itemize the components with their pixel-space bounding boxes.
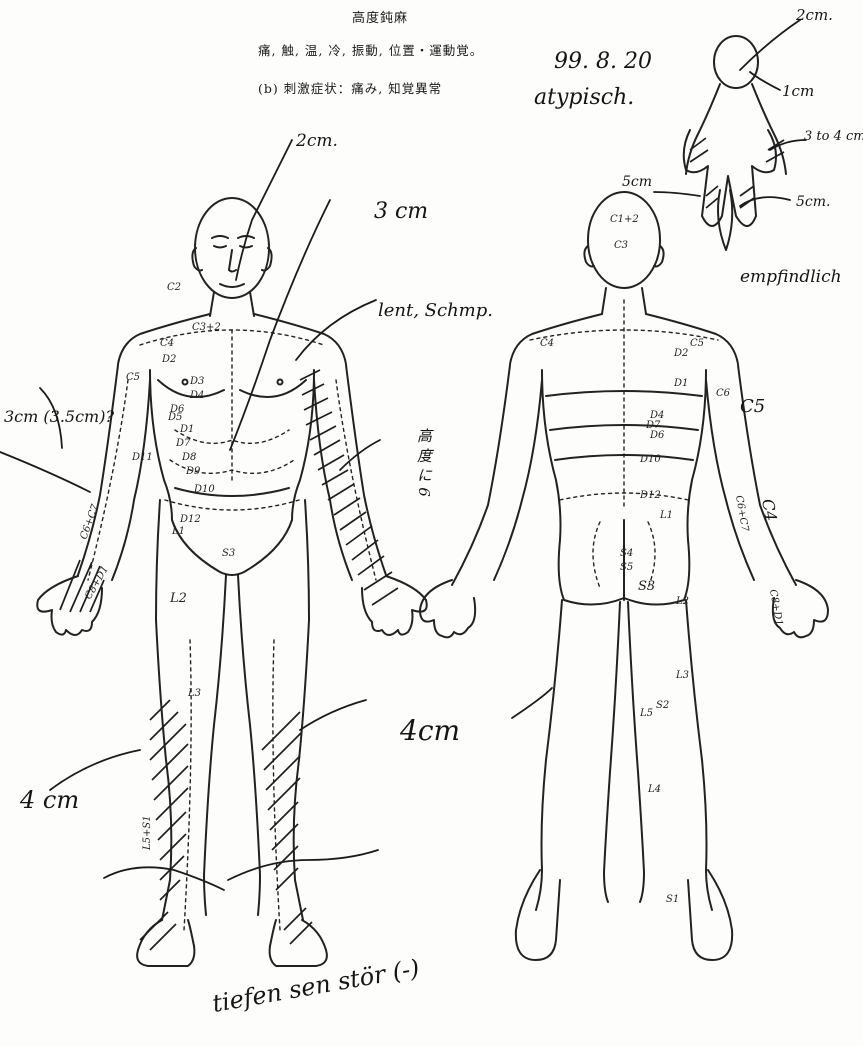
back-label: S5 [620,562,633,573]
back-label: C6 [716,388,731,399]
note-back-c5: C5 [740,396,765,417]
front-label: D11 [131,452,153,463]
back-label: D12 [639,490,661,501]
back-label: D10 [639,454,661,465]
back-label: D7 [645,420,661,431]
back-label: D1 [673,378,688,389]
front-label: S3 [222,548,235,559]
note-hand-3to4cm: 3 to 4 cm [804,129,863,144]
note-back-c4: C4 [758,497,781,522]
note-arm-right: 高 度 に 6 [415,428,434,497]
note-hand-5cm-left: 5cm [622,174,652,190]
back-label: C6+C7 [733,495,750,533]
note-head-2cm: 2cm. [295,131,338,151]
back-label: L3 [675,670,689,681]
front-label: D10 [193,484,215,495]
front-label: D6 [169,404,185,415]
front-label: D12 [179,514,201,525]
back-label: S1 [666,894,679,905]
back-label: S2 [656,700,669,711]
front-label: C5 [126,372,140,383]
front-label: D3 [189,376,204,387]
back-label: L5 [639,708,653,719]
front-label: L3 [187,688,201,699]
back-label: S3 [638,579,655,594]
back-label: C1+2 [610,214,639,225]
note-hand-empfindlich: empfindlich [740,267,842,287]
front-hatching [60,370,398,950]
note-atypical: atypisch. [534,85,634,110]
back-label: S4 [620,548,633,559]
back-label: L4 [647,784,661,795]
front-label: D1 [179,424,194,435]
back-label: L2 [675,596,689,607]
note-chest-3cm: 3 cm [374,199,428,224]
front-label: C2 [167,282,181,293]
note-bottom: tiefen sen stör (-) [210,954,421,1018]
front-label: D4 [189,390,204,401]
front-ink-marks [0,140,552,890]
note-leg-right: 4cm [399,714,460,747]
note-shoulder: lent, Schmp. [378,300,493,321]
note-date: 99. 8. 20 [554,49,652,74]
front-label: L2 [169,591,187,606]
front-label: C6+C7 [78,502,101,541]
back-label: C5 [690,338,704,349]
note-hand-1cm: 1cm [782,82,814,100]
back-label: C3 [614,240,628,251]
hand-ink-marks [654,20,806,206]
back-label: L1 [659,510,673,521]
note-arm-left: 3cm (3.5cm)? [4,407,114,426]
back-label: C4 [540,338,554,349]
note-hand-5cm-right: 5cm. [796,194,830,210]
back-label: D6 [649,430,665,441]
back-label: D2 [673,348,688,359]
front-label: D9 [185,466,201,477]
front-label: D2 [161,354,176,365]
front-label: L5+S1 [142,815,153,851]
note-leg-left: 4 cm [19,786,79,814]
front-label: C4 [160,338,174,349]
front-label: D8 [181,452,196,463]
front-label: D7 [175,438,191,449]
front-label: L1 [171,526,185,537]
note-hand-2cm: 2cm. [795,6,833,24]
back-label: C8+D1 [767,589,784,627]
front-label: C3+2 [192,322,221,333]
